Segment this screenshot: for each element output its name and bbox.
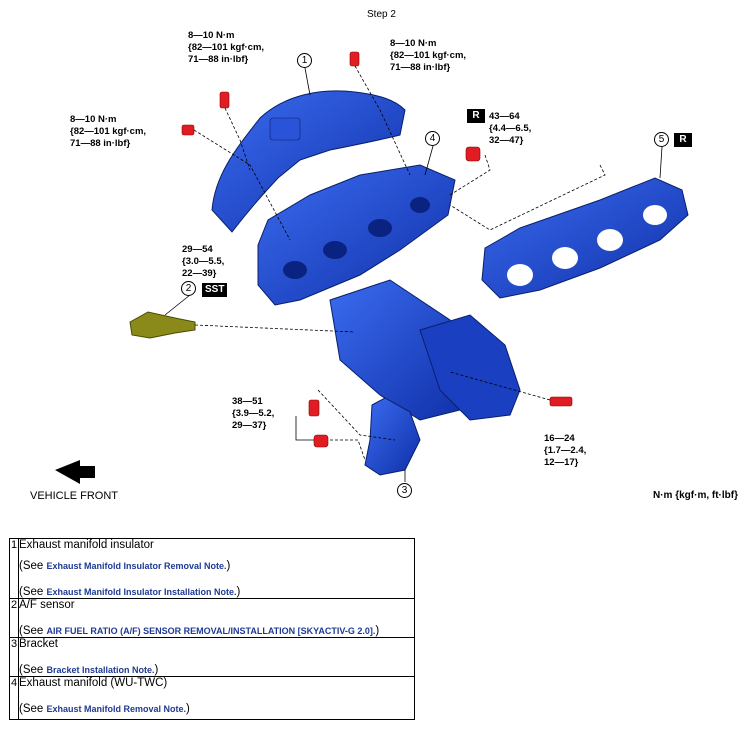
row-number: 3 (9, 637, 19, 677)
torque-callout-bracket: 38—51 {3.9—5.2, 29—37} (232, 396, 275, 431)
part-number-5: 5 (654, 132, 669, 147)
part-name: Exhaust manifold (WU-TWC) (19, 677, 168, 689)
ref-suffix: ) (375, 625, 380, 637)
step-title: Step 2 (367, 9, 396, 20)
exhaust-manifold-gasket (481, 177, 689, 299)
ref-suffix: ) (186, 703, 190, 715)
torque-callout-insulator-top: 8—10 N·m {82—101 kgf·cm, 71—88 in·lbf} (188, 30, 265, 65)
table-row: 1 Exhaust manifold insulator (See Exhaus… (9, 538, 415, 599)
replace-badge-nut: R (467, 109, 485, 123)
part-number-4: 4 (425, 131, 440, 146)
ref-prefix: (See (19, 625, 47, 637)
table-row: 3 Bracket (See Bracket Installation Note… (9, 637, 415, 677)
ref-suffix: ) (154, 664, 159, 676)
table-row: 2 A/F sensor (See AIR FUEL RATIO (A/F) S… (9, 598, 415, 638)
part-name: Bracket (19, 638, 58, 650)
ref-prefix: (See (19, 703, 47, 715)
row-number: 4 (9, 676, 19, 720)
manifold-removal-note-link[interactable]: Exhaust Manifold Removal Note. (46, 704, 187, 714)
reference-line: (See Exhaust Manifold Removal Note.) (19, 703, 414, 715)
row-description: Exhaust manifold (WU-TWC) (See Exhaust M… (18, 676, 415, 720)
torque-unit-legend: N·m {kgf·m, ft·lbf} (653, 490, 738, 501)
leader-lines (193, 65, 606, 461)
insulator-removal-note-link[interactable]: Exhaust Manifold Insulator Removal Note. (46, 561, 227, 571)
af-sensor-removal-link[interactable]: AIR FUEL RATIO (A/F) SENSOR REMOVAL/INST… (46, 626, 376, 636)
exhaust-manifold-insulator (211, 90, 406, 233)
row-description: A/F sensor (See AIR FUEL RATIO (A/F) SEN… (18, 598, 415, 638)
torque-callout-sensor: 29—54 {3.0—5.5, 22—39} (182, 244, 225, 279)
vehicle-front-arrow (55, 460, 95, 484)
reference-line: (See AIR FUEL RATIO (A/F) SENSOR REMOVAL… (19, 625, 414, 637)
bolts (181, 51, 573, 448)
table-row: 4 Exhaust manifold (WU-TWC) (See Exhaust… (9, 676, 415, 720)
part-number-3: 3 (397, 483, 412, 498)
ref-suffix: ) (236, 586, 241, 598)
af-sensor (129, 311, 196, 339)
torque-callout-stud: 16—24 {1.7—2.4, 12—17} (544, 433, 587, 468)
exploded-diagram (55, 51, 689, 484)
part-number-1: 1 (297, 53, 312, 68)
row-description: Bracket (See Bracket Installation Note.) (18, 637, 415, 677)
parts-table: 1 Exhaust manifold insulator (See Exhaus… (9, 538, 415, 720)
row-description: Exhaust manifold insulator (See Exhaust … (18, 538, 415, 599)
part-name: A/F sensor (19, 599, 75, 611)
bracket-installation-note-link[interactable]: Bracket Installation Note. (46, 665, 155, 675)
ref-prefix: (See (19, 586, 47, 598)
insulator-installation-note-link[interactable]: Exhaust Manifold Insulator Installation … (46, 587, 237, 597)
torque-callout-nut: 43—64 {4.4—6.5, 32—47} (489, 111, 532, 146)
ref-suffix: ) (226, 560, 231, 572)
part-name: Exhaust manifold insulator (19, 539, 154, 551)
torque-callout-insulator-left: 8—10 N·m {82—101 kgf·cm, 71—88 in·lbf} (70, 114, 147, 149)
row-number: 2 (9, 598, 19, 638)
exhaust-manifold (257, 164, 521, 421)
replace-badge-gasket: R (674, 133, 692, 147)
reference-line: (See Exhaust Manifold Insulator Installa… (19, 586, 414, 598)
vehicle-front-label: VEHICLE FRONT (30, 490, 119, 502)
sst-badge: SST (202, 283, 228, 297)
reference-line: (See Bracket Installation Note.) (19, 664, 414, 676)
torque-callout-insulator-right: 8—10 N·m {82—101 kgf·cm, 71—88 in·lbf} (390, 38, 467, 73)
part-number-2: 2 (181, 281, 196, 296)
reference-line: (See Exhaust Manifold Insulator Removal … (19, 560, 414, 572)
row-number: 1 (9, 538, 19, 599)
ref-prefix: (See (19, 560, 47, 572)
ref-prefix: (See (19, 664, 47, 676)
